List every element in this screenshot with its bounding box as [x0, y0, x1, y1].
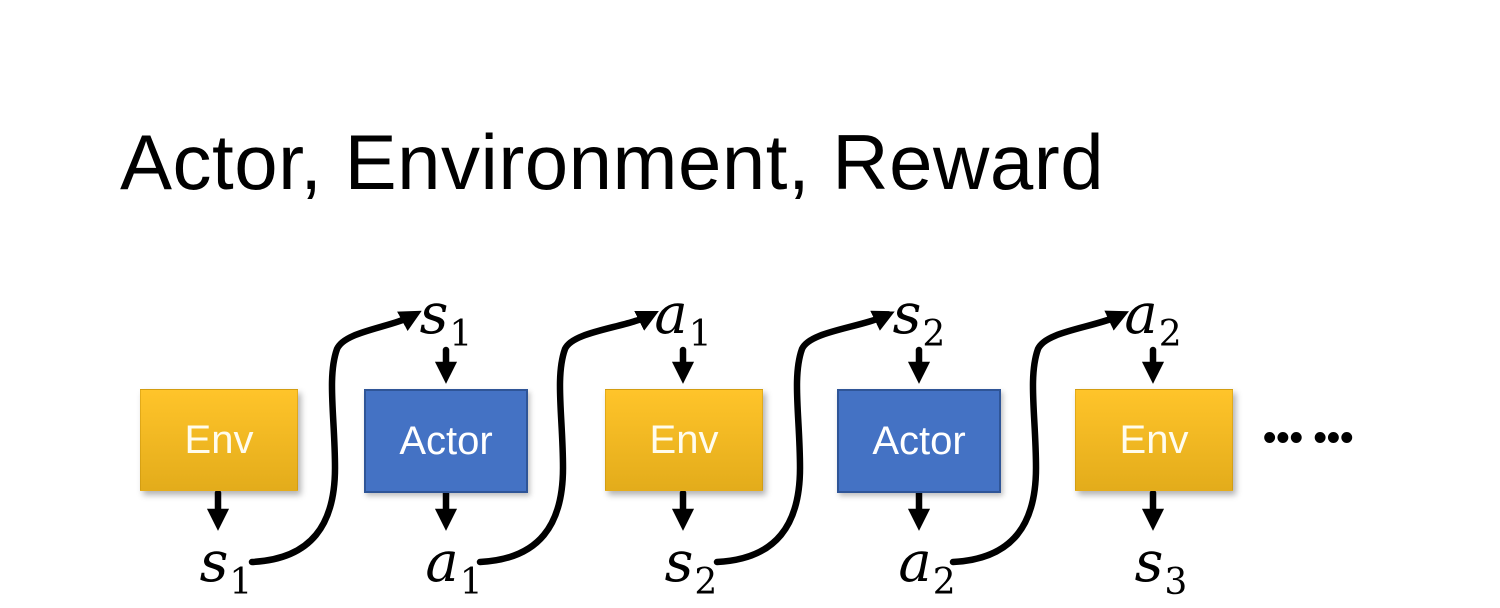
label-bottom-s1-base: s — [199, 530, 229, 595]
label-top-s1-sub: 1 — [449, 314, 473, 355]
label-top-a1-sub: 1 — [688, 314, 712, 355]
actor-box-1-label: Actor — [399, 419, 493, 463]
label-bottom-s2: s2 — [665, 535, 718, 601]
label-top-s1-base: s — [419, 282, 449, 347]
label-bottom-s1: s1 — [200, 535, 253, 601]
label-bottom-a2: a2 — [898, 535, 955, 601]
label-top-s2: s2 — [893, 287, 946, 353]
label-top-s2-base: s — [892, 282, 922, 347]
slide-title: Actor, Environment, Reward — [120, 118, 1105, 206]
actor-box-1: Actor — [364, 389, 528, 493]
label-bottom-s1-sub: 1 — [229, 562, 253, 603]
env-box-3-label: Env — [1119, 418, 1189, 462]
label-top-a2-base: a — [1124, 282, 1158, 347]
continuation-dots: ••• ••• — [1263, 417, 1354, 459]
env-box-3: Env — [1075, 389, 1233, 491]
label-top-a2: a2 — [1124, 287, 1181, 353]
label-bottom-s3-base: s — [1134, 530, 1164, 595]
label-bottom-a2-sub: 2 — [932, 562, 956, 603]
env-box-2-label: Env — [649, 418, 719, 462]
label-bottom-a2-base: a — [898, 530, 932, 595]
label-bottom-a1-base: a — [425, 530, 459, 595]
label-top-s1: s1 — [420, 287, 473, 353]
label-bottom-s3-sub: 3 — [1164, 562, 1188, 603]
label-bottom-s3: s3 — [1135, 535, 1188, 601]
label-top-a1-base: a — [654, 282, 688, 347]
label-bottom-a1-sub: 1 — [459, 562, 483, 603]
actor-box-2-label: Actor — [872, 419, 966, 463]
label-bottom-a1: a1 — [425, 535, 482, 601]
env-box-1-label: Env — [184, 418, 254, 462]
label-top-s2-sub: 2 — [922, 314, 946, 355]
env-box-2: Env — [605, 389, 763, 491]
label-top-a2-sub: 2 — [1158, 314, 1182, 355]
env-box-1: Env — [140, 389, 298, 491]
label-top-a1: a1 — [654, 287, 711, 353]
actor-box-2: Actor — [837, 389, 1001, 493]
label-bottom-s2-sub: 2 — [694, 562, 718, 603]
label-bottom-s2-base: s — [664, 530, 694, 595]
